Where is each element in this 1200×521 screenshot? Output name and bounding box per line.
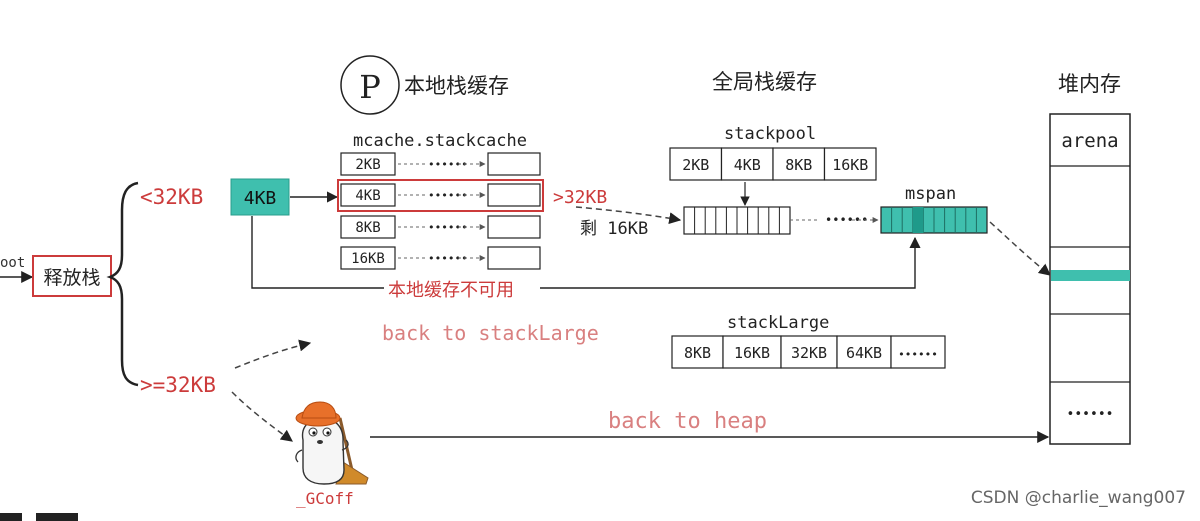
header-global-cache: 全局栈缓存 — [712, 70, 817, 94]
stackpool-title: stackpool — [724, 124, 816, 144]
mspan-freed-slot — [912, 207, 924, 233]
stackpool-size-label: 16KB — [832, 156, 868, 174]
heap-column: arena •••••• — [1049, 113, 1131, 445]
stacklarge-row: 8KB 16KB 32KB 64KB •••••• — [671, 335, 946, 369]
mcache-dots: •••••• — [428, 189, 468, 202]
stackpool-size-cell — [720, 147, 774, 181]
mcache-dots: •••••• — [428, 221, 468, 234]
stackpool-row: 2KB 4KB 8KB 16KB — [669, 147, 877, 181]
local-unavailable-note: 本地缓存不可用 — [388, 280, 514, 301]
stackpool-size-cell — [669, 147, 723, 181]
mcache-highlight — [337, 179, 544, 212]
local-unavailable-bg — [384, 277, 540, 301]
gcoff-label: _GCoff — [296, 489, 354, 508]
mcache-rows: 2KB •••••• 4KB •••••• 8KB •••••• 16KB •••••• — [340, 152, 541, 270]
stacklarge-size-label: 8KB — [684, 344, 711, 362]
mcache-slot — [487, 183, 541, 207]
csdn-watermark: CSDN @charlie_wang007 — [971, 488, 1186, 508]
mcache-dots: •••••• — [428, 252, 468, 265]
root-fragment: oot — [0, 255, 25, 271]
clipped-text-fragment — [0, 513, 22, 521]
heap-arena-label: arena — [1061, 130, 1118, 152]
stacklarge-size-cell — [836, 335, 892, 369]
mcache-size-label: 4KB — [355, 188, 380, 204]
ge32-to-gcoff-arrow — [231, 391, 293, 442]
mcache-size-cell — [340, 215, 396, 239]
mcache-size-cell — [340, 246, 396, 270]
release-stack-box — [32, 255, 112, 297]
stackpool-size-cell — [772, 147, 826, 181]
gt-32kb-tag: >32KB — [553, 187, 607, 208]
stacklarge-size-cell — [722, 335, 782, 369]
p-badge: P — [340, 55, 400, 115]
mcache-title: mcache.stackcache — [353, 131, 527, 151]
stackpool-list-dots: •••••• — [825, 213, 868, 227]
stack-4kb-chip — [230, 178, 290, 216]
stackpool-list — [683, 206, 791, 235]
remain-16kb-label: 剩 16KB — [580, 219, 648, 239]
mcache-size-label: 2KB — [355, 157, 380, 173]
back-to-stacklarge-note: back to stackLarge — [382, 321, 599, 345]
clipped-text-fragment — [36, 513, 78, 521]
stacklarge-size-label: 16KB — [734, 344, 770, 362]
stack-4kb-label: 4KB — [244, 188, 277, 209]
heap-teal-span — [1051, 270, 1130, 281]
gopher-mascot-icon — [295, 401, 369, 485]
mcache-size-label: 8KB — [355, 220, 380, 236]
stacklarge-size-cell — [890, 335, 946, 369]
ge32-to-stacklarge-arrow — [234, 339, 312, 369]
stacklarge-size-label: 32KB — [791, 344, 827, 362]
p-badge-label: P — [359, 68, 381, 106]
mcache-size-cell — [340, 183, 396, 207]
mcache-dots: •••••• — [428, 158, 468, 171]
heap-dots: •••••• — [1067, 407, 1114, 422]
remain-arrow — [575, 206, 682, 225]
mcache-size-label: 16KB — [351, 251, 385, 267]
stacklarge-title: stackLarge — [727, 313, 829, 333]
mspan-list — [880, 206, 988, 234]
stacklarge-size-label: 64KB — [846, 344, 882, 362]
release-stack-label: 释放栈 — [43, 267, 100, 289]
stackpool-size-label: 2KB — [682, 156, 709, 174]
header-local-cache: 本地栈缓存 — [404, 74, 509, 98]
back-to-heap-note: back to heap — [608, 409, 767, 434]
lt-32kb-label: <32KB — [140, 185, 203, 209]
stackpool-size-label: 4KB — [734, 156, 761, 174]
stacklarge-size-cell — [671, 335, 724, 369]
stackpool-size-label: 8KB — [785, 156, 812, 174]
mcache-slot — [487, 246, 541, 270]
header-heap: 堆内存 — [1058, 72, 1121, 96]
ge-32kb-label: >=32KB — [140, 373, 216, 397]
stacklarge-size-label: •••••• — [898, 348, 938, 361]
mcache-slot — [487, 152, 541, 176]
mspan-to-heap-arrow — [989, 221, 1051, 276]
branch-brace — [106, 181, 139, 387]
mcache-slot — [487, 215, 541, 239]
stackpool-size-cell — [823, 147, 877, 181]
mcache-size-cell — [340, 152, 396, 176]
stacklarge-size-cell — [780, 335, 838, 369]
local-unavailable-path — [251, 216, 921, 289]
mspan-title: mspan — [905, 184, 956, 204]
